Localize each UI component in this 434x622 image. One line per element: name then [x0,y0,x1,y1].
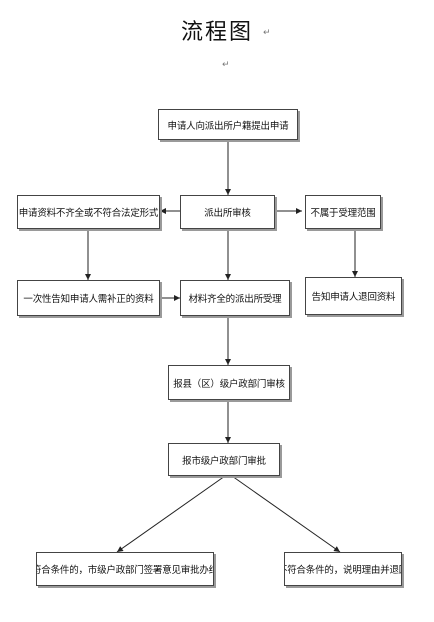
node-apply: 申请人向派出所户籍提出申请 [158,109,298,140]
page-title: 流程图 [180,20,253,45]
node-incomplete: 申请资料不齐全或不符合法定形式 [17,195,160,229]
node-county-review-label: 报县（区）级户政部门审核 [173,378,285,390]
node-city-approval: 报市级户政部门审批 [168,443,280,476]
paragraph-mark-icon: ↵ [263,28,271,38]
node-out-of-scope-label: 不属于受理范围 [310,208,376,219]
node-notify-return-label: 告知申请人退回资料 [311,292,396,303]
node-review-label: 派出所审核 [204,208,251,219]
arrow-city-approval-to-qualified [116,475,226,553]
node-accept: 材料齐全的派出所受理 [180,280,290,316]
node-qualified: 符合条件的，市级户政部门签署意见审批办结 [36,552,214,586]
node-notify-return: 告知申请人退回资料 [305,277,402,315]
node-out-of-scope: 不属于受理范围 [305,195,381,229]
node-apply-label: 申请人向派出所户籍提出申请 [167,120,289,132]
arrow-city-approval-to-unqualified [231,475,341,553]
node-notify-supplement: 一次性告知申请人需补正的资料 [17,280,160,316]
node-unqualified-label: 不符合条件的，说明理由并退回 [284,565,402,576]
node-incomplete-label: 申请资料不齐全或不符合法定形式 [18,208,159,219]
node-unqualified: 不符合条件的，说明理由并退回 [284,552,402,586]
node-city-approval-label: 报市级户政部门审批 [182,455,266,467]
paragraph-mark-icon: ↵ [222,60,230,70]
node-county-review: 报县（区）级户政部门审核 [168,365,290,400]
node-accept-label: 材料齐全的派出所受理 [188,294,282,305]
node-qualified-label: 符合条件的，市级户政部门签署意见审批办结 [36,565,214,576]
node-review: 派出所审核 [180,195,275,229]
node-notify-supplement-label: 一次性告知申请人需补正的资料 [23,294,154,305]
